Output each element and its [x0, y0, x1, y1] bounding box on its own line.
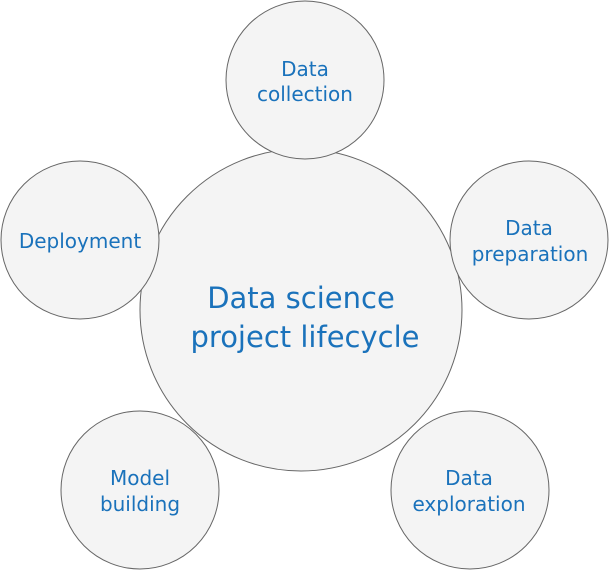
deployment-label: Deployment [19, 229, 141, 253]
data-exploration-line2: exploration [412, 492, 525, 516]
stage-model-building: Model building [60, 410, 220, 570]
data-collection-line2: collection [257, 82, 353, 106]
center-title-line1: Data science [207, 281, 395, 315]
model-building-line1: Model [110, 466, 170, 490]
model-building-circle [60, 410, 220, 570]
stage-data-exploration: Data exploration [390, 410, 550, 570]
data-collection-line1: Data [281, 57, 329, 81]
deployment-circle [0, 160, 160, 320]
center-node: Data science project lifecycle [139, 148, 463, 472]
stage-data-preparation: Data preparation [449, 160, 609, 320]
data-preparation-circle [449, 160, 609, 320]
data-collection-circle [225, 0, 385, 160]
stage-data-collection: Data collection [225, 0, 385, 160]
center-title-line2: project lifecycle [191, 320, 420, 354]
stage-deployment: Deployment [0, 160, 160, 320]
model-building-line2: building [100, 492, 180, 516]
data-exploration-line1: Data [445, 466, 493, 490]
data-preparation-line1: Data [505, 216, 553, 240]
data-preparation-line2: preparation [472, 242, 589, 266]
data-exploration-circle [390, 410, 550, 570]
